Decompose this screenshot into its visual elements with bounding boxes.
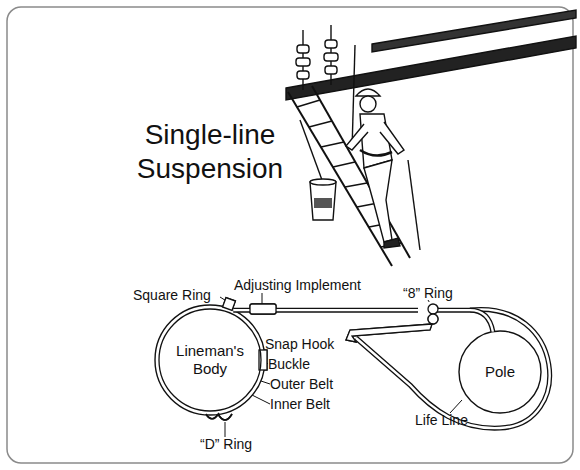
part-label: Adjusting Implement xyxy=(234,277,361,293)
bucket-band xyxy=(314,198,332,208)
node-text: Pole xyxy=(485,363,515,381)
ladder-rung xyxy=(333,162,355,167)
rope-core xyxy=(233,310,493,331)
insulator xyxy=(325,66,337,74)
part-label: Life Line xyxy=(415,412,468,428)
insulator xyxy=(297,45,309,53)
diagram-title: Single-line Suspension xyxy=(105,118,315,186)
eight-ring xyxy=(428,314,438,324)
part-label: Outer Belt xyxy=(270,376,333,392)
bucket-rim xyxy=(310,179,336,185)
circle-shape xyxy=(459,331,541,413)
buckle-symbol xyxy=(259,350,267,370)
lineman-arm xyxy=(346,124,368,150)
circle-node: Pole xyxy=(458,330,542,414)
rope-loop-core xyxy=(356,309,550,428)
crossarm xyxy=(286,36,576,100)
snap-hook-symbol xyxy=(346,324,432,342)
eight-ring xyxy=(428,304,438,314)
adjusting-implement-symbol xyxy=(250,304,276,314)
leader-line xyxy=(262,293,263,304)
insulator xyxy=(297,71,309,79)
lineman-illustration xyxy=(286,10,576,266)
insulator xyxy=(325,40,337,48)
part-label: “8” Ring xyxy=(403,285,453,301)
ladder-rung xyxy=(369,223,390,227)
ladder-rung xyxy=(297,100,320,107)
d-ring-symbol xyxy=(218,414,232,420)
lineman-arm xyxy=(380,122,404,154)
eight-ring xyxy=(428,314,438,324)
part-label: Square Ring xyxy=(133,287,211,303)
circle-node: Lineman's Body xyxy=(154,304,266,416)
tool-bucket xyxy=(310,182,336,220)
hanger-rope xyxy=(352,45,355,150)
rope-gap xyxy=(418,302,436,316)
ladder-rung xyxy=(309,121,332,127)
leader-line xyxy=(250,394,270,404)
part-label: “D” Ring xyxy=(200,436,252,452)
part-label: Snap Hook xyxy=(265,336,334,352)
leader-line xyxy=(266,362,268,364)
eight-ring xyxy=(428,304,438,314)
lineman-torso xyxy=(360,114,392,168)
leader-line xyxy=(220,297,228,302)
part-label: Buckle xyxy=(268,356,310,372)
d-ring-symbol xyxy=(206,413,219,419)
upper-crossarm xyxy=(372,10,576,52)
belt-details xyxy=(206,298,276,420)
ladder-rung xyxy=(357,203,378,207)
ladder-rung xyxy=(321,142,344,147)
lineman-boot xyxy=(384,238,400,248)
body-belt xyxy=(360,150,392,156)
node-text: Lineman's Body xyxy=(170,342,250,378)
hard-hat xyxy=(356,89,380,96)
bucket-rope xyxy=(300,120,322,180)
leader-line xyxy=(450,400,462,413)
ladder-rail xyxy=(288,92,392,266)
insulator xyxy=(296,58,310,66)
snap-hook-symbol xyxy=(346,324,432,342)
hand-line xyxy=(408,160,420,250)
life-line-loop xyxy=(356,309,550,428)
lineman-head xyxy=(360,96,376,112)
inner-belt-line xyxy=(159,309,261,411)
ladder-rail xyxy=(312,86,410,258)
lineman-leg xyxy=(364,160,392,242)
frame-border xyxy=(7,7,573,463)
insulator-pin xyxy=(330,25,331,85)
insulator xyxy=(324,53,338,61)
life-line-rope xyxy=(233,310,493,331)
ladder-rung xyxy=(345,183,367,187)
d-ring-symbol xyxy=(218,414,232,420)
square-ring-symbol xyxy=(223,298,236,311)
rope-loop xyxy=(356,309,550,428)
ladder-rung xyxy=(381,243,401,247)
rope-gap xyxy=(418,302,436,316)
part-label: Inner Belt xyxy=(270,396,330,412)
circle-shape xyxy=(155,305,265,415)
insulator-pin xyxy=(302,30,303,90)
hardware xyxy=(346,302,438,342)
hardware xyxy=(346,302,438,342)
adjusting-implement-symbol xyxy=(250,304,276,314)
leader-line xyxy=(225,422,226,437)
